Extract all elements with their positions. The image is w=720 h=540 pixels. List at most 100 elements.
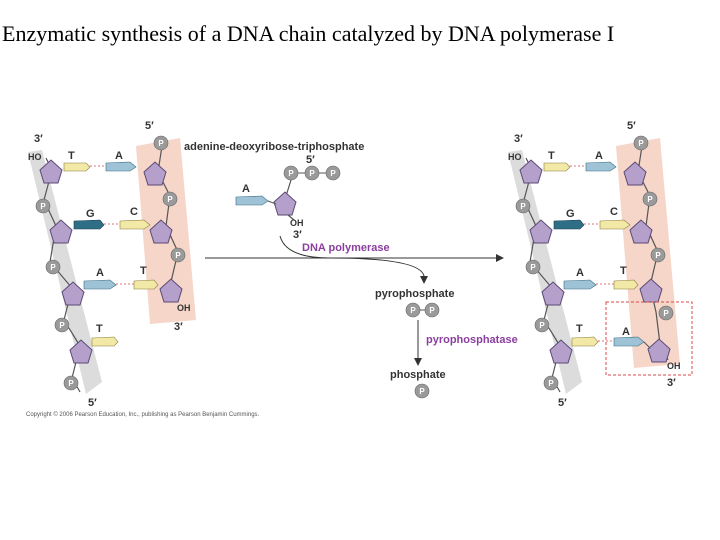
phosphate: P <box>45 259 61 275</box>
right-base-label: G <box>566 208 575 220</box>
sugar <box>39 159 63 184</box>
right-base-label: T <box>548 150 555 162</box>
phosphate: P <box>153 135 169 151</box>
right-base-label: C <box>610 206 618 218</box>
sugar <box>61 281 85 306</box>
sugar <box>639 278 663 303</box>
svg-text:P: P <box>530 263 536 272</box>
arrowhead-icon <box>496 254 504 262</box>
left-base-label: A <box>96 267 104 279</box>
base-G <box>73 219 105 230</box>
left-oh-end: OH <box>177 303 191 313</box>
base-T <box>91 336 119 347</box>
base-T <box>133 279 159 290</box>
svg-text:P: P <box>158 139 164 148</box>
svg-text:P: P <box>647 195 653 204</box>
right-base-label: T <box>576 323 583 335</box>
left-base-label: T <box>96 323 103 335</box>
left-template-3prime: 3′ <box>34 133 43 145</box>
phosphate-label: phosphate <box>390 369 446 381</box>
sugar <box>549 339 573 364</box>
new-nucleotide-highlight-box <box>605 301 693 376</box>
template-strand-band <box>28 150 102 394</box>
left-ho-end: HO <box>28 152 42 162</box>
incoming-label: adenine-deoxyribose-triphosphate <box>184 141 364 153</box>
right-template-3prime: 3′ <box>514 133 523 145</box>
phosphate: P <box>633 135 649 151</box>
right-template-5prime: 5′ <box>558 397 567 409</box>
svg-text:P: P <box>548 379 554 388</box>
incoming-oh: OH <box>290 218 304 228</box>
sugar <box>159 278 183 303</box>
svg-text:P: P <box>50 263 56 272</box>
sugar <box>273 191 297 216</box>
enzyme-label: DNA polymerase <box>302 242 390 254</box>
svg-text:P: P <box>655 251 661 260</box>
incoming-5prime: 5′ <box>306 154 315 166</box>
svg-text:P: P <box>175 251 181 260</box>
base-A <box>83 279 117 290</box>
sugar <box>519 159 543 184</box>
right-ho-end: HO <box>508 152 522 162</box>
phosphate: P <box>54 317 70 333</box>
phosphate: P <box>405 302 421 318</box>
right-base-label: T <box>620 265 627 277</box>
svg-text:P: P <box>429 306 435 315</box>
reaction-arrows: DNA polymerase pyrophosphate P P pyropho… <box>205 235 518 399</box>
sugar <box>149 219 173 244</box>
left-new-5prime: 5′ <box>145 120 154 132</box>
base-A <box>585 161 617 172</box>
base-C <box>119 219 151 230</box>
phosphate: P <box>658 305 674 321</box>
phosphate: P <box>650 247 666 263</box>
svg-text:P: P <box>638 139 644 148</box>
right-duplex: 3′ 5′ 5′ 3′ HO OH P P P P P P P P T A G <box>508 120 693 409</box>
svg-text:P: P <box>539 321 545 330</box>
phosphate: P <box>424 302 440 318</box>
base-G <box>553 219 585 230</box>
base-A <box>563 279 597 290</box>
pyrophosphatase-label: pyrophosphatase <box>426 334 518 346</box>
base-A <box>105 161 137 172</box>
sugar <box>529 219 553 244</box>
right-base-label: A <box>595 150 603 162</box>
arrowhead-icon <box>414 358 422 366</box>
arrowhead-icon <box>420 276 428 284</box>
phosphate: P <box>642 191 658 207</box>
base-T <box>613 279 639 290</box>
right-new-3prime: 3′ <box>667 377 676 389</box>
phosphate: P <box>304 165 320 181</box>
incoming-base-label: A <box>242 183 250 195</box>
phosphate: P <box>162 191 178 207</box>
base-T <box>571 336 599 347</box>
slide-title: Enzymatic synthesis of a DNA chain catal… <box>2 21 615 46</box>
template-strand-band <box>508 150 582 394</box>
base-C <box>599 219 631 230</box>
svg-text:P: P <box>68 379 74 388</box>
svg-text:P: P <box>59 321 65 330</box>
left-base-label: G <box>86 208 95 220</box>
svg-text:P: P <box>40 202 46 211</box>
sugar <box>623 161 647 186</box>
base-A <box>613 336 645 347</box>
left-template-5prime: 5′ <box>88 397 97 409</box>
phosphate: P <box>283 165 299 181</box>
incoming-nucleotide: adenine-deoxyribose-triphosphate 5′ P P … <box>184 141 364 241</box>
copyright-text: Copyright © 2006 Pearson Education, Inc.… <box>26 411 260 418</box>
base-T <box>543 162 571 172</box>
sugar <box>49 219 73 244</box>
phosphate: P <box>543 375 559 391</box>
phosphate: P <box>170 247 186 263</box>
pyrophosphate-label: pyrophosphate <box>375 288 454 300</box>
phosphate: P <box>534 317 550 333</box>
right-base-label: A <box>576 267 584 279</box>
left-base-label: A <box>115 150 123 162</box>
phosphate: P <box>63 375 79 391</box>
right-new-5prime: 5′ <box>627 120 636 132</box>
sugar <box>647 338 671 363</box>
incoming-3prime: 3′ <box>293 229 302 241</box>
base-A <box>235 195 269 206</box>
phosphate: P <box>414 383 430 399</box>
svg-text:P: P <box>663 309 669 318</box>
